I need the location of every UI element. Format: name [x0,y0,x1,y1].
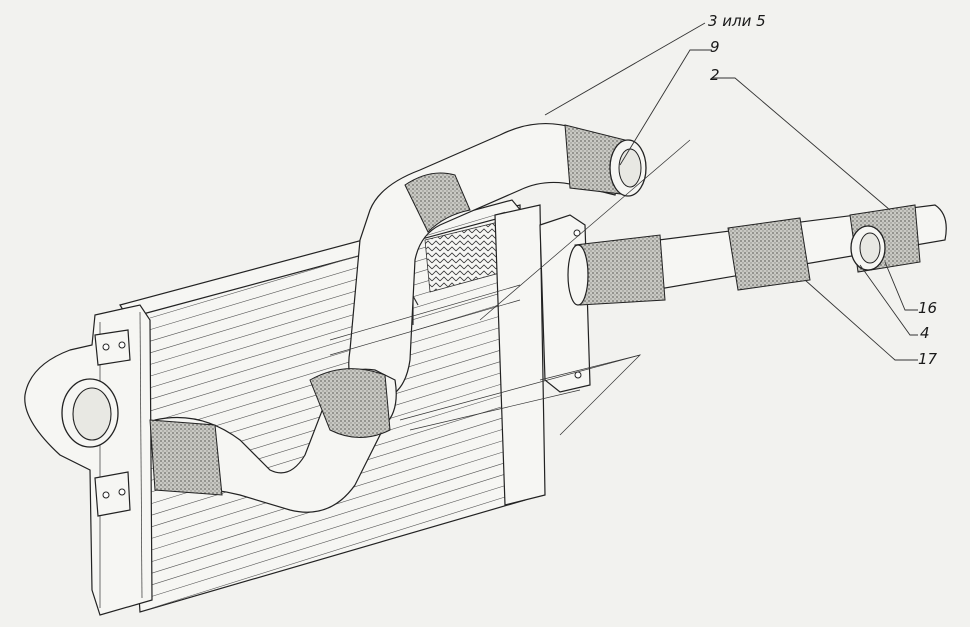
core-fin-line [150,280,506,388]
left-end-tank [24,304,153,616]
straight-pipe-mid-sleeve [727,217,811,291]
lower-mid-sleeve [309,368,391,438]
callout-label-c2: 9 [710,38,720,56]
straight-pipe [567,204,947,306]
core-fin-line [150,314,506,423]
upper-bent-pipe [348,123,647,401]
straight-pipe-left-sleeve [574,234,666,306]
callout-labels: 3 или 5 9 2 16 4 17 [708,12,938,368]
upper-bracket [94,329,131,366]
lower-bracket [94,471,131,517]
core-fin-line [151,485,506,597]
leader-line-c1 [544,22,706,116]
core-fin-line [151,496,506,609]
callout-label-c1: 3 или 5 [708,12,766,30]
leader-line-c4 [884,261,918,311]
upper-hose-sleeve [404,172,471,233]
lower-bent-pipe [149,368,397,513]
leader-lines [544,22,918,361]
core-fin-line [150,291,506,400]
callout-label-c3: 2 [710,66,720,84]
leader-line-c2 [619,49,712,166]
core-fin-line [149,211,506,319]
callout-label-c5: 4 [920,324,930,342]
callout-label-c6: 17 [918,350,938,368]
lower-left-sleeve [149,419,223,496]
core-fin-line [151,462,506,574]
left-tank-body [24,304,153,616]
leader-line-c6 [804,279,918,361]
core-fin-line [151,473,506,586]
callout-label-c4: 16 [918,299,937,317]
leader-line-c5 [859,264,918,336]
construction-lines [329,139,691,436]
leader-line-c3 [712,77,891,211]
